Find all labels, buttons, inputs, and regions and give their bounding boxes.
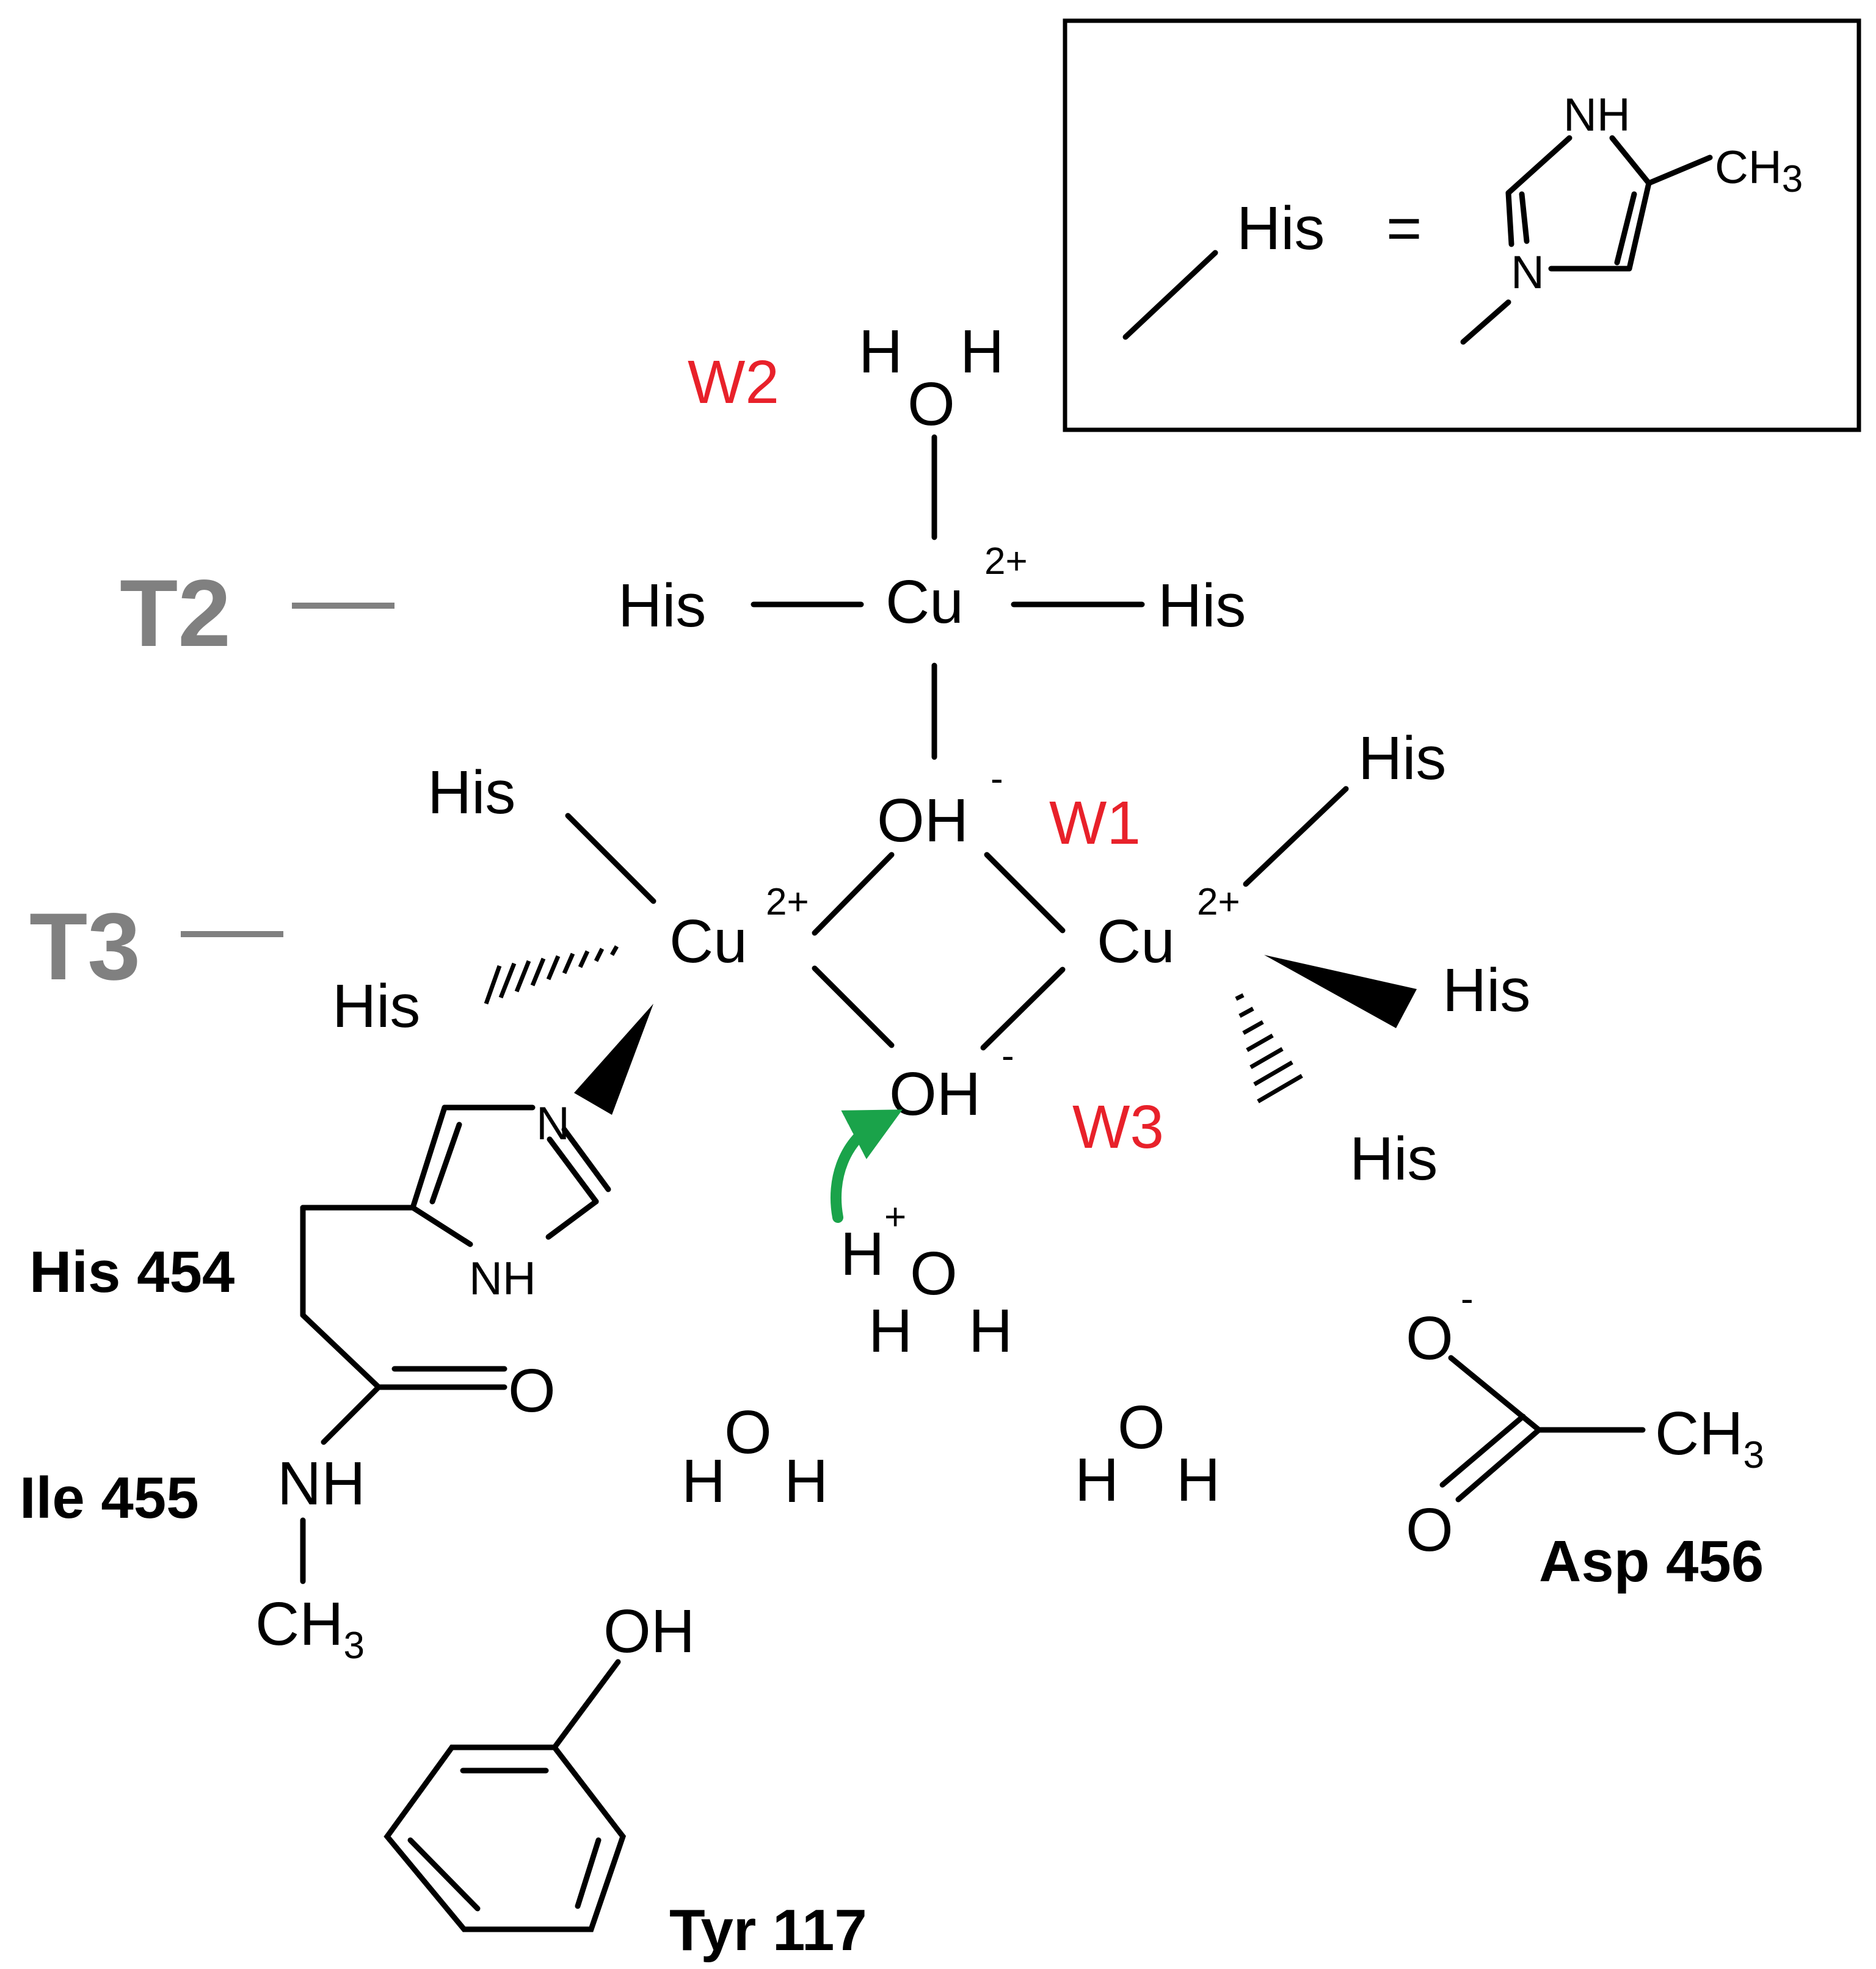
hydronium-oxygen: O (910, 1239, 958, 1308)
t2-his-right: His (1158, 571, 1246, 640)
water-molecule: O H H (1075, 1393, 1220, 1514)
solid-wedge-right (1264, 955, 1417, 1028)
legend-ch3-label: CH3 (1715, 142, 1803, 200)
svg-text:H: H (1075, 1446, 1119, 1514)
asp456-o-minus: O (1406, 1304, 1453, 1372)
t3-right-copper-charge: 2+ (1197, 881, 1240, 923)
w3-hydroxide-charge: - (1002, 1035, 1014, 1077)
his454-ring-nh: NH (469, 1253, 536, 1305)
t2-copper: Cu (885, 568, 964, 636)
t3-label: T3 (29, 894, 140, 1000)
t3-his-right: His (1442, 956, 1530, 1024)
solid-wedge-his454 (574, 1004, 653, 1115)
his454-label: His 454 (29, 1239, 234, 1305)
t2-his-left: His (618, 571, 706, 640)
w2-h-right: H (960, 317, 1004, 386)
his-legend: His = NH N CH3 (1063, 18, 1861, 432)
w1-hydroxide-charge: - (991, 758, 1003, 800)
hydronium-h-right: H (969, 1297, 1013, 1365)
w3-hydroxide: OH (889, 1060, 981, 1128)
w1-label: W1 (1049, 789, 1141, 857)
legend-equals: = (1386, 194, 1422, 263)
w2-label: W2 (688, 348, 779, 416)
svg-text:H: H (784, 1447, 828, 1515)
svg-text:O: O (724, 1398, 772, 1467)
t3-his-top-left: His (427, 758, 515, 827)
legend-his-label: His (1237, 194, 1325, 263)
ile455-nh: NH (277, 1449, 365, 1518)
ile455-label: Ile 455 (20, 1465, 199, 1531)
w2-h-left: H (859, 317, 903, 386)
t3-left-copper-charge: 2+ (766, 881, 809, 923)
tyr117-phenol-ring (384, 1744, 627, 1932)
legend-imidazole-ring (1460, 135, 1713, 345)
hydronium-h-top: H (840, 1220, 884, 1288)
t3-his-left: His (332, 972, 420, 1040)
t2-copper-charge: 2+ (984, 540, 1028, 582)
hydronium-h-left: H (868, 1297, 912, 1365)
t3-his-bottom-right: His (1350, 1125, 1438, 1193)
tyr117-oh: OH (603, 1597, 695, 1666)
proton-transfer-arrow (831, 1109, 903, 1223)
t3-left-copper: Cu (669, 907, 747, 976)
hashed-wedge-left (484, 945, 619, 1005)
ile455-ch3: CH3 (255, 1590, 365, 1667)
asp456-ch3: CH3 (1655, 1399, 1764, 1476)
w2-oxygen: O (907, 370, 955, 438)
hydronium-charge: + (884, 1196, 906, 1238)
asp456-o-double: O (1406, 1496, 1453, 1564)
t3-his-top-right: His (1358, 724, 1446, 792)
hashed-wedge-right (1235, 993, 1303, 1104)
t2-label: T2 (120, 560, 231, 667)
his454-imidazole (300, 1104, 611, 1247)
svg-text:H: H (1176, 1446, 1220, 1514)
w3-label: W3 (1072, 1093, 1164, 1161)
legend-box (1063, 18, 1861, 432)
tyr117-label: Tyr 117 (669, 1898, 867, 1963)
his454-ring-n: N (536, 1098, 570, 1150)
asp456-charge: - (1461, 1278, 1474, 1320)
legend-n-label: N (1511, 247, 1544, 299)
svg-text:H: H (682, 1447, 725, 1515)
svg-text:O: O (1118, 1393, 1165, 1462)
legend-nh-label: NH (1563, 89, 1631, 141)
w1-hydroxide: OH (877, 786, 969, 855)
carbonyl-oxygen: O (508, 1357, 556, 1425)
t3-right-copper: Cu (1097, 907, 1175, 976)
asp456-label: Asp 456 (1539, 1529, 1764, 1594)
water-molecule: O H H (682, 1398, 828, 1515)
